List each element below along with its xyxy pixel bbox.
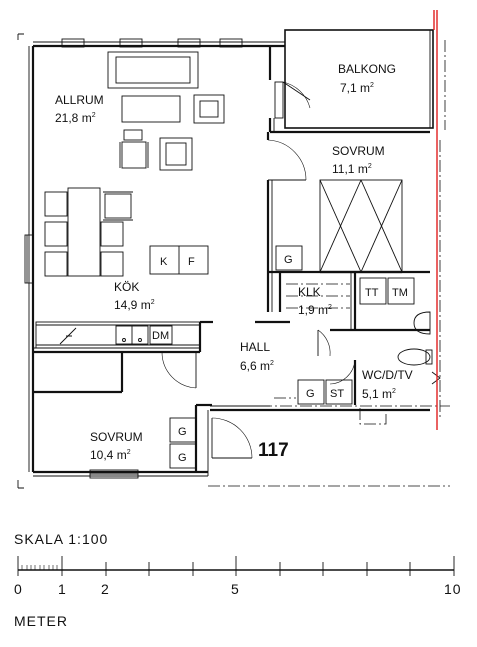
bedroom-wardrobe <box>275 245 303 271</box>
apartment-number: 117 <box>258 440 289 461</box>
kitchen-counter <box>35 321 201 349</box>
dishwasher-label: DM <box>152 330 169 342</box>
small-bedroom-wardrobes <box>169 417 197 469</box>
corner-marks <box>17 33 24 489</box>
room-area-sovrum-large: 11,1 m2 <box>332 162 372 176</box>
scale-bar <box>17 556 455 576</box>
bathroom <box>329 277 441 425</box>
room-area-wc: 5,1 m2 <box>362 387 396 401</box>
room-name-balkong: BALKONG <box>338 62 396 76</box>
entrance-door <box>211 417 253 459</box>
walk-in-closet <box>286 283 350 357</box>
wardrobe-label-bedroom: G <box>284 254 293 266</box>
scale-tick-5: 5 <box>231 581 240 597</box>
wardrobe-label-hall: G <box>306 388 315 400</box>
room-name-klk: KLK <box>298 285 321 299</box>
scale-title: SKALA 1:100 <box>14 531 108 547</box>
scale-tick-0: 0 <box>14 581 23 597</box>
room-name-wc: WC/D/TV <box>362 368 413 382</box>
inner-walls <box>33 132 430 472</box>
scale-unit-label: METER <box>14 613 68 629</box>
living-furniture <box>44 51 225 277</box>
room-area-hall: 6,6 m2 <box>240 359 274 373</box>
property-line <box>433 10 438 430</box>
storage-label-hall: ST <box>330 388 344 400</box>
room-area-balkong: 7,1 m2 <box>340 81 374 95</box>
room-name-kok: KÖK <box>114 280 139 294</box>
room-area-allrum: 21,8 m2 <box>55 111 96 125</box>
room-name-sovrum-small: SOVRUM <box>90 430 143 444</box>
room-area-klk: 1,9 m2 <box>298 303 332 317</box>
outer-walls <box>24 38 430 479</box>
fridge-label: K <box>160 256 168 268</box>
scale-tick-2: 2 <box>101 581 110 597</box>
balcony <box>274 29 434 129</box>
washer-label: TT <box>365 287 379 299</box>
scale-tick-1: 1 <box>58 581 67 597</box>
freezer-label: F <box>188 256 195 268</box>
scale-tick-10: 10 <box>444 581 462 597</box>
wardrobe-label-small-1: G <box>178 426 187 438</box>
corridor-lines <box>208 40 450 487</box>
room-area-sovrum-small: 10,4 m2 <box>90 448 131 462</box>
room-name-allrum: ALLRUM <box>55 93 104 107</box>
room-name-sovrum-large: SOVRUM <box>332 144 385 158</box>
fridge-freezer <box>149 245 209 275</box>
dryer-label: TM <box>392 287 408 299</box>
room-area-kok: 14,9 m2 <box>114 298 155 312</box>
double-bed <box>319 179 403 274</box>
wardrobe-label-small-2: G <box>178 452 187 464</box>
hall-wardrobes <box>274 379 353 405</box>
room-name-hall: HALL <box>240 340 270 354</box>
